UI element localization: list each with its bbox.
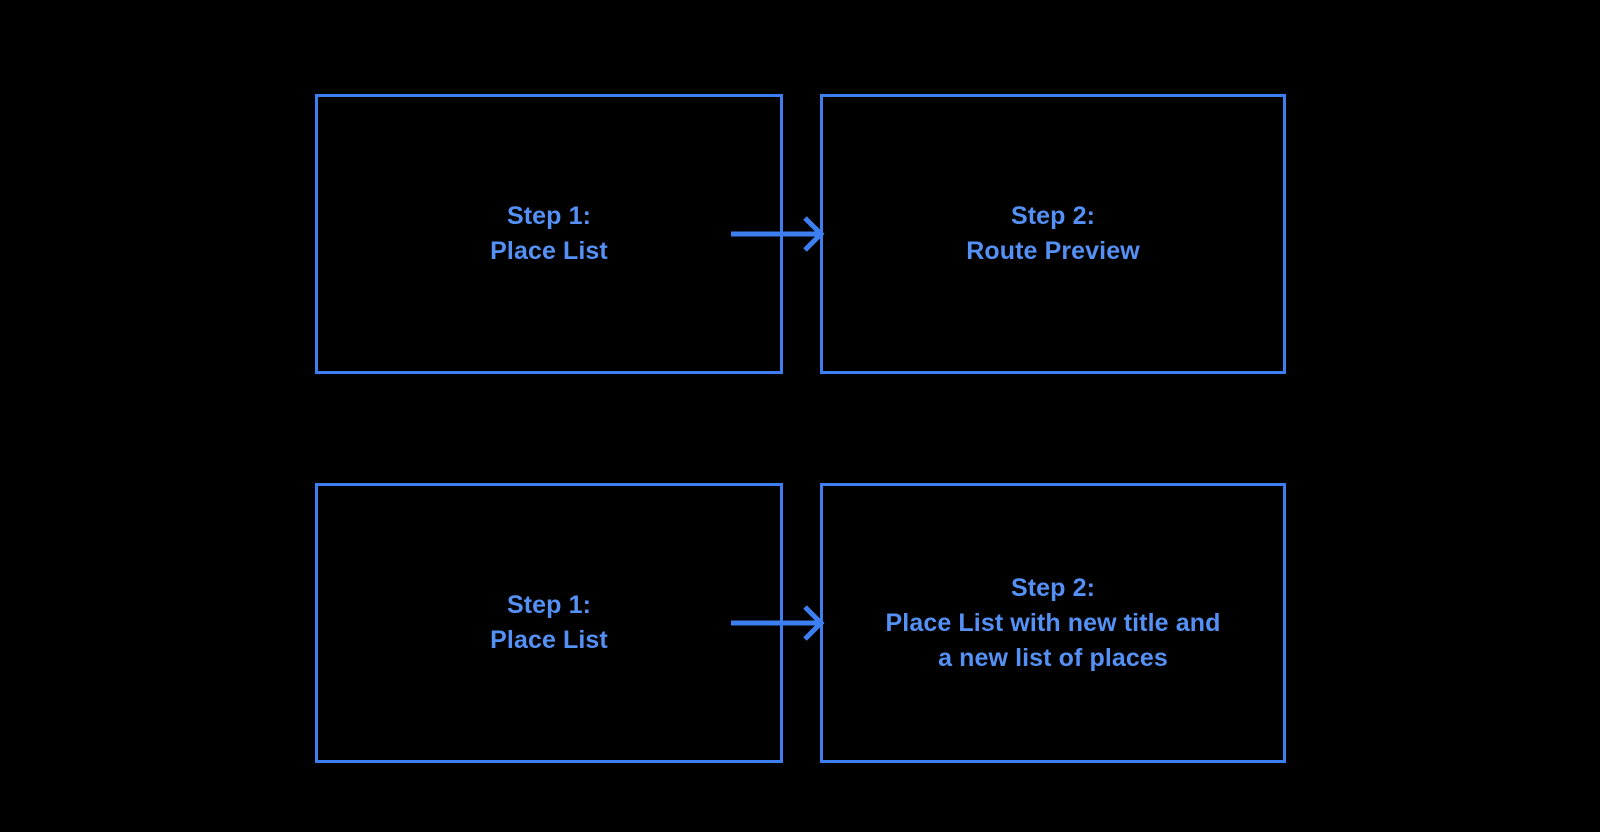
step-box-step-2-new-place-list[interactable]: Step 2: Place List with new title and a … [820,483,1286,763]
step-box-step-2-route-preview[interactable]: Step 2: Route Preview [820,94,1286,374]
flow-row-route-preview: Step 1: Place List Step 2: Route Preview [0,94,1600,374]
step-box-label: Step 2: Route Preview [966,202,1140,265]
step-box-label: Step 1: Place List [490,591,608,654]
step-box-label: Step 1: Place List [490,202,608,265]
step-box-label: Step 2: Place List with new title and a … [885,573,1221,672]
step-box-step-1-place-list[interactable]: Step 1: Place List [315,483,783,763]
flow-row-new-place-list: Step 1: Place List Step 2: Place List wi… [0,483,1600,763]
step-box-step-1-place-list[interactable]: Step 1: Place List [315,94,783,374]
